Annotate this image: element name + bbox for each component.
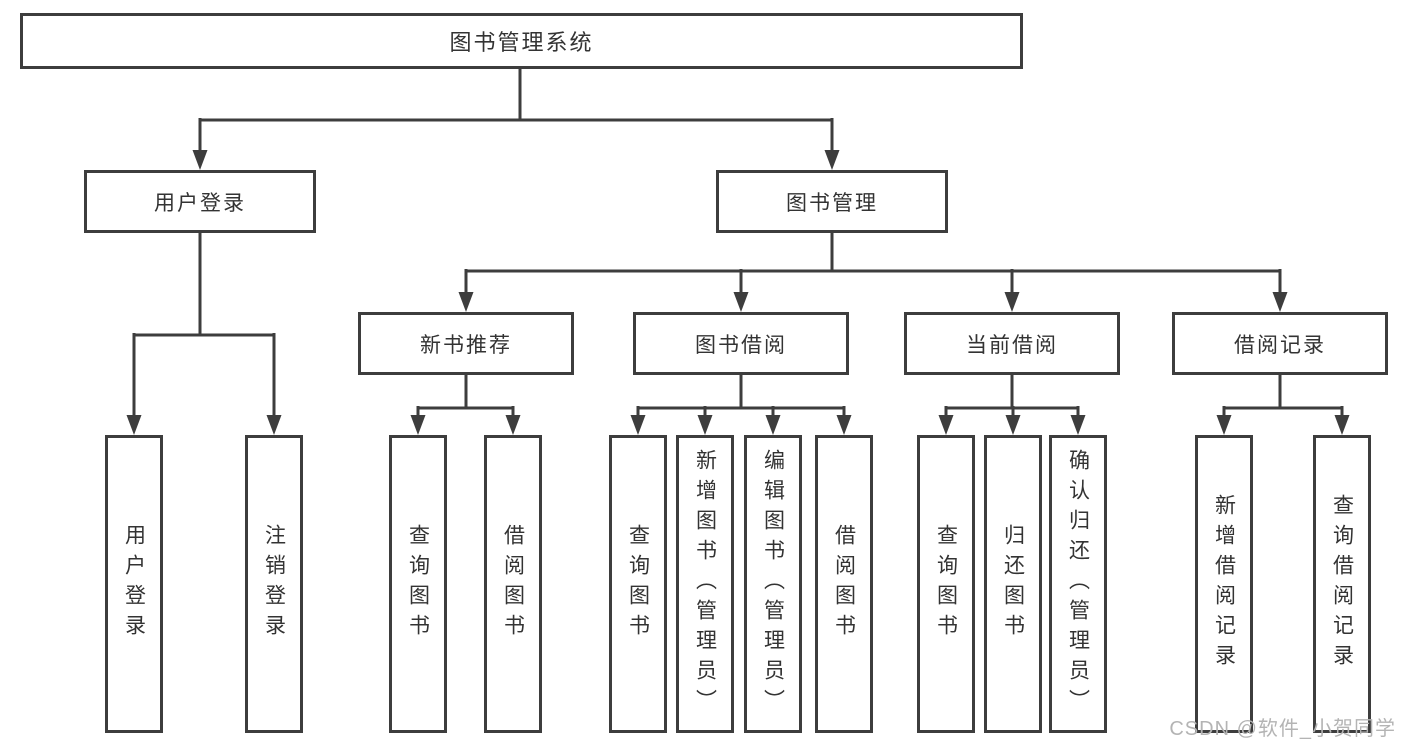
csdn-watermark: CSDN @软件_小贺同学: [1169, 718, 1396, 740]
node-label: 图书管理: [786, 191, 878, 215]
leaf-return-books: 归还图书: [984, 435, 1042, 733]
node-label: 图书管理系统: [449, 30, 594, 55]
leaf-add-borrow-record: 新增借阅记录: [1195, 435, 1253, 733]
leaf-add-books-admin: 新增图书（管理员）: [676, 435, 734, 733]
node-current-borrow: 当前借阅: [904, 312, 1120, 375]
node-book-management: 图书管理: [716, 170, 948, 233]
leaf-label: 查询图书: [406, 524, 430, 644]
leaf-confirm-return-admin: 确认归还（管理员）: [1049, 435, 1107, 733]
node-label: 新书推荐: [420, 333, 512, 357]
leaf-label: 查询图书: [934, 524, 958, 644]
leaf-borrow-books-recommend: 借阅图书: [484, 435, 542, 733]
node-borrow-records: 借阅记录: [1172, 312, 1388, 375]
leaf-label: 查询借阅记录: [1330, 494, 1354, 674]
leaf-query-borrow-record: 查询借阅记录: [1313, 435, 1371, 733]
leaf-label: 确认归还（管理员）: [1066, 449, 1090, 719]
node-user-login: 用户登录: [84, 170, 316, 233]
leaf-label: 新增借阅记录: [1212, 494, 1236, 674]
leaf-label: 用户登录: [122, 524, 146, 644]
leaf-label: 借阅图书: [501, 524, 525, 644]
leaf-logout: 注销登录: [245, 435, 303, 733]
leaf-query-books-recommend: 查询图书: [389, 435, 447, 733]
leaf-user-login: 用户登录: [105, 435, 163, 733]
leaf-borrow-books: 借阅图书: [815, 435, 873, 733]
arrowheads: [126, 150, 1350, 435]
node-new-book-recommend: 新书推荐: [358, 312, 574, 375]
node-label: 借阅记录: [1234, 333, 1326, 357]
node-label: 当前借阅: [966, 333, 1058, 357]
leaf-query-books-current: 查询图书: [917, 435, 975, 733]
leaf-label: 借阅图书: [832, 524, 856, 644]
node-library-management-system: 图书管理系统: [20, 13, 1023, 69]
leaf-label: 新增图书（管理员）: [693, 449, 717, 719]
leaf-label: 归还图书: [1001, 524, 1025, 644]
leaf-label: 查询图书: [626, 524, 650, 644]
leaf-edit-books-admin: 编辑图书（管理员）: [744, 435, 802, 733]
leaf-label: 注销登录: [262, 524, 286, 644]
leaf-label: 编辑图书（管理员）: [761, 449, 785, 719]
node-label: 图书借阅: [695, 333, 787, 357]
leaf-query-books-borrow: 查询图书: [609, 435, 667, 733]
node-book-borrow: 图书借阅: [633, 312, 849, 375]
node-label: 用户登录: [154, 191, 246, 215]
